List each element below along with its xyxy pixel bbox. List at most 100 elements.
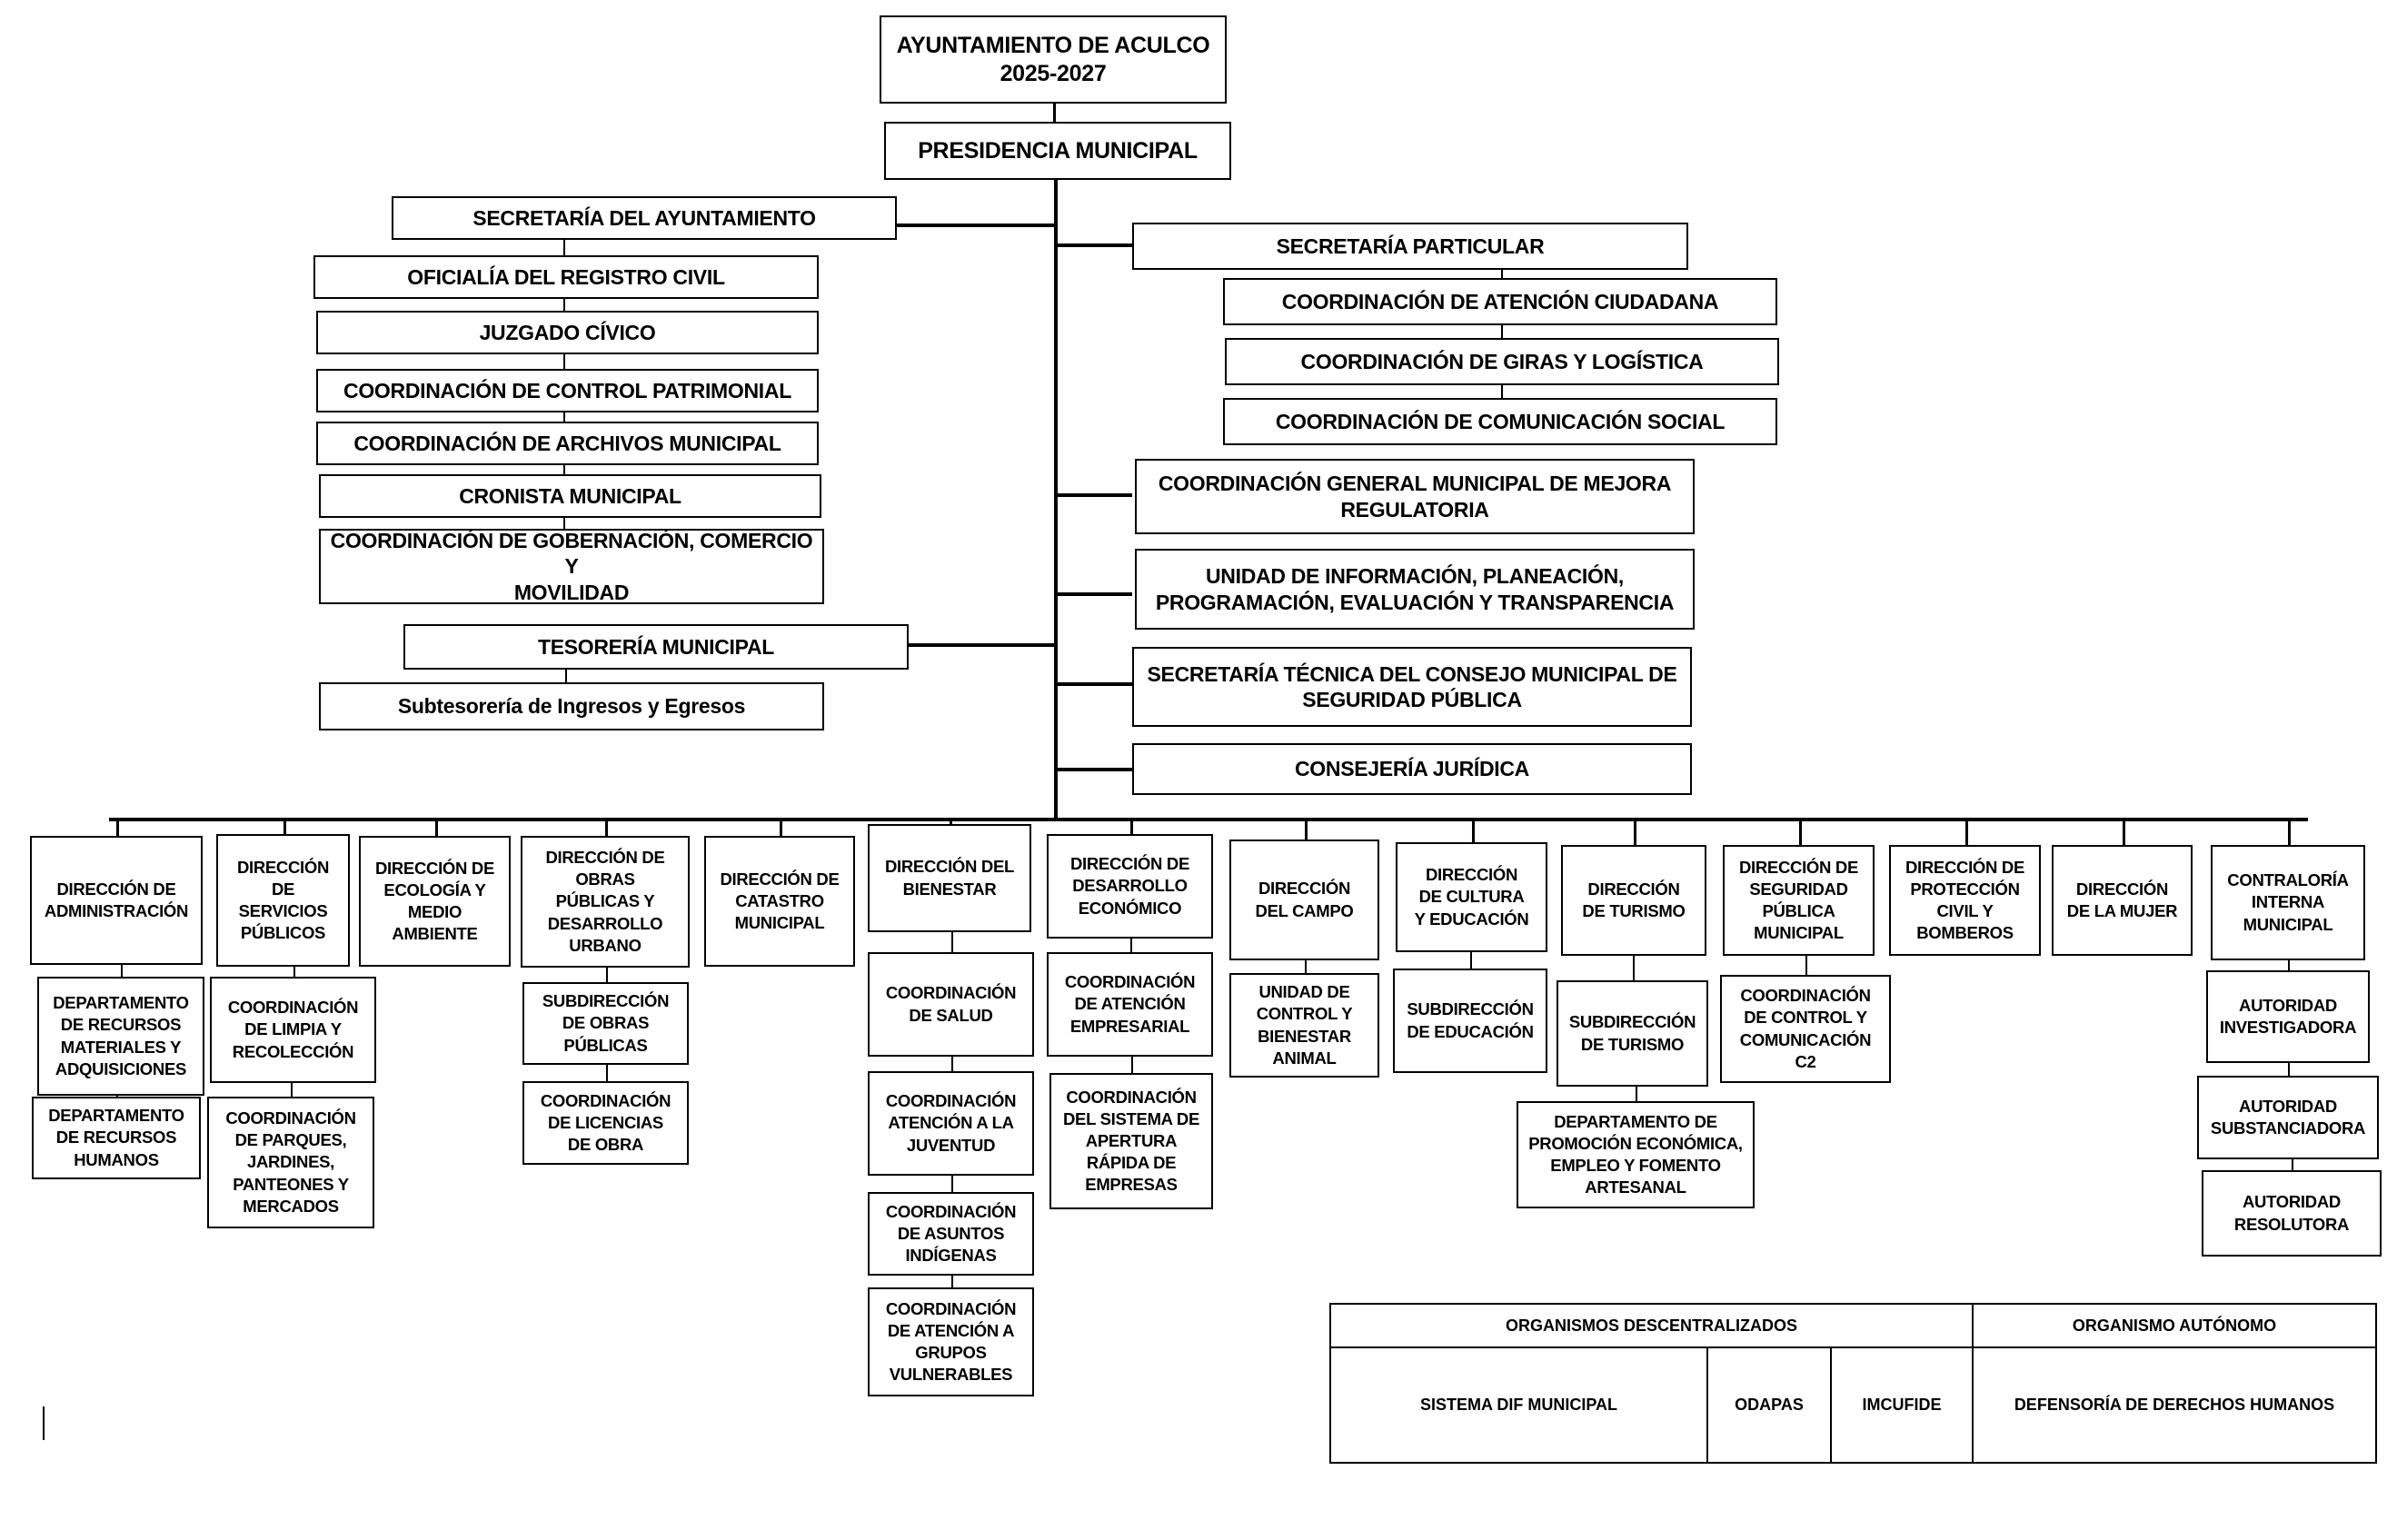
stack-tick xyxy=(1501,385,1503,398)
bus-drop xyxy=(116,821,119,836)
stack-tick xyxy=(1305,960,1307,973)
direccion-box-1: DIRECCIÓN DE SERVICIOS PÚBLICOS xyxy=(216,834,350,967)
sub-unit-5-3: COORDINACIÓN DE ATENCIÓN A GRUPOS VULNER… xyxy=(868,1287,1034,1396)
right-unit-3: CONSEJERÍA JURÍDICA xyxy=(1132,743,1692,795)
sub-unit-6-0: COORDINACIÓN DE ATENCIÓN EMPRESARIAL xyxy=(1047,952,1213,1057)
stack-tick xyxy=(293,967,295,977)
sub-unit-9-1: DEPARTAMENTO DE PROMOCIÓN ECONÓMICA, EMP… xyxy=(1517,1101,1755,1208)
stack-tick xyxy=(2288,1063,2290,1076)
direccion-box-5: DIRECCIÓN DEL BIENESTAR xyxy=(868,824,1031,932)
connector-line xyxy=(1058,768,1132,771)
stack-tick xyxy=(1130,939,1132,952)
stack-tick xyxy=(2288,960,2290,970)
stack-tick xyxy=(1501,270,1503,278)
bus-drop xyxy=(2288,821,2291,845)
sub-unit-13-1: AUTORIDAD SUBSTANCIADORA xyxy=(2197,1076,2379,1159)
sub-unit-9-0: SUBDIRECCIÓN DE TURISMO xyxy=(1557,980,1708,1087)
sub-unit-1-1: COORDINACIÓN DE PARQUES, JARDINES, PANTE… xyxy=(207,1097,374,1228)
odapas-cell: ODAPAS xyxy=(1706,1346,1832,1464)
stack-tick xyxy=(606,968,608,982)
connector-line xyxy=(1053,104,1056,123)
connector-line xyxy=(897,224,1054,227)
bus-drop xyxy=(1130,821,1133,834)
sub-unit-3-0: SUBDIRECCIÓN DE OBRAS PÚBLICAS xyxy=(522,982,689,1065)
sub-unit-8-0: SUBDIRECCIÓN DE EDUCACIÓN xyxy=(1393,969,1547,1073)
tesoreria-box: TESORERÍA MUNICIPAL xyxy=(403,624,909,670)
stack-tick xyxy=(116,1096,118,1097)
direccion-box-3: DIRECCIÓN DE OBRAS PÚBLICAS Y DESARROLLO… xyxy=(521,836,690,968)
direccion-box-8: DIRECCIÓN DE CULTURA Y EDUCACIÓN xyxy=(1396,842,1547,952)
left-unit-2: COORDINACIÓN DE CONTROL PATRIMONIAL xyxy=(316,369,819,412)
sub-unit-5-1: COORDINACIÓN ATENCIÓN A LA JUVENTUD xyxy=(868,1071,1034,1176)
left-unit-1: JUZGADO CÍVICO xyxy=(316,311,819,354)
sub-unit-10-0: COORDINACIÓN DE CONTROL Y COMUNICACIÓN C… xyxy=(1720,975,1891,1083)
direccion-box-10: DIRECCIÓN DE SEGURIDAD PÚBLICA MUNICIPAL xyxy=(1723,845,1875,956)
right-unit-1: UNIDAD DE INFORMACIÓN, PLANEACIÓN, PROGR… xyxy=(1135,549,1695,630)
chart-title: AYUNTAMIENTO DE ACULCO 2025-2027 xyxy=(880,15,1227,104)
stack-tick xyxy=(291,1083,293,1097)
bus-drop xyxy=(1634,821,1636,845)
left-unit-0: OFICIALÍA DEL REGISTRO CIVIL xyxy=(313,255,819,299)
bus-drop xyxy=(283,821,286,834)
sub-unit-5-0: COORDINACIÓN DE SALUD xyxy=(868,952,1034,1057)
stack-tick xyxy=(121,965,123,977)
connector-line xyxy=(1058,592,1132,596)
connector-line xyxy=(909,643,1054,647)
stack-tick xyxy=(951,1057,953,1071)
stack-tick xyxy=(563,240,565,255)
bus-drop xyxy=(1472,821,1475,842)
direccion-box-7: DIRECCIÓN DEL CAMPO xyxy=(1229,840,1379,960)
stack-tick xyxy=(1470,952,1472,969)
sub-unit-3-1: COORDINACIÓN DE LICENCIAS DE OBRA xyxy=(522,1081,689,1165)
secretaria-ayuntamiento-box: SECRETARÍA DEL AYUNTAMIENTO xyxy=(392,196,897,240)
bus-drop xyxy=(435,821,438,836)
main-spine xyxy=(1054,180,1058,821)
stack-tick xyxy=(1633,956,1635,980)
stack-tick xyxy=(951,1276,953,1287)
stack-tick xyxy=(606,1065,608,1081)
dif-cell: SISTEMA DIF MUNICIPAL xyxy=(1329,1346,1708,1464)
stack-tick xyxy=(563,412,565,423)
stack-tick xyxy=(1636,1087,1637,1101)
subtesoreria-box: Subtesorería de Ingresos y Egresos xyxy=(319,682,824,730)
sub-unit-0-1: DEPARTAMENTO DE RECURSOS HUMANOS xyxy=(32,1097,201,1179)
stack-tick xyxy=(951,1176,953,1192)
secretaria-particular-box: SECRETARÍA PARTICULAR xyxy=(1132,223,1688,270)
sub-unit-0-0: DEPARTAMENTO DE RECURSOS MATERIALES Y AD… xyxy=(37,977,204,1096)
direccion-box-6: DIRECCIÓN DE DESARROLLO ECONÓMICO xyxy=(1047,834,1213,939)
sp-unit-1: COORDINACIÓN DE GIRAS Y LOGÍSTICA xyxy=(1225,338,1779,385)
sub-unit-7-0: UNIDAD DE CONTROL Y BIENESTAR ANIMAL xyxy=(1229,973,1379,1078)
sub-unit-13-0: AUTORIDAD INVESTIGADORA xyxy=(2206,970,2370,1063)
text-cursor xyxy=(43,1406,45,1440)
imcufide-cell: IMCUFIDE xyxy=(1830,1346,1974,1464)
stack-tick xyxy=(563,465,565,476)
bus-drop xyxy=(2123,821,2125,845)
bus-drop xyxy=(950,821,952,824)
bus-drop xyxy=(605,821,608,836)
left-unit-3: COORDINACIÓN DE ARCHIVOS MUNICIPAL xyxy=(316,422,819,465)
autonomo-header: ORGANISMO AUTÓNOMO xyxy=(1972,1303,2377,1348)
descentralizados-header: ORGANISMOS DESCENTRALIZADOS xyxy=(1329,1303,1974,1348)
direccion-box-9: DIRECCIÓN DE TURISMO xyxy=(1561,845,1706,956)
bus-drop xyxy=(1965,821,1968,845)
direccion-box-11: DIRECCIÓN DE PROTECCIÓN CIVIL Y BOMBEROS xyxy=(1889,845,2041,956)
bus-drop xyxy=(1305,821,1308,840)
derechos-humanos-cell: DEFENSORÍA DE DERECHOS HUMANOS xyxy=(1972,1346,2377,1464)
stack-tick xyxy=(1805,956,1807,975)
direccion-box-12: DIRECCIÓN DE LA MUJER xyxy=(2052,845,2193,956)
direccion-box-2: DIRECCIÓN DE ECOLOGÍA Y MEDIO AMBIENTE xyxy=(359,836,511,967)
sub-unit-5-2: COORDINACIÓN DE ASUNTOS INDÍGENAS xyxy=(868,1192,1034,1276)
stack-tick xyxy=(951,932,953,952)
sp-unit-2: COORDINACIÓN DE COMUNICACIÓN SOCIAL xyxy=(1223,398,1777,445)
presidencia-box: PRESIDENCIA MUNICIPAL xyxy=(884,122,1231,180)
connector-line xyxy=(1058,682,1132,686)
stack-tick xyxy=(1131,1057,1133,1073)
bus-drop xyxy=(780,821,782,836)
connector-line xyxy=(1058,493,1132,497)
stack-tick xyxy=(2292,1159,2293,1170)
direccion-box-0: DIRECCIÓN DE ADMINISTRACIÓN xyxy=(30,836,203,965)
left-unit-4: CRONISTA MUNICIPAL xyxy=(319,474,821,518)
stack-tick xyxy=(1501,325,1503,338)
sub-unit-6-1: COORDINACIÓN DEL SISTEMA DE APERTURA RÁP… xyxy=(1049,1073,1213,1209)
